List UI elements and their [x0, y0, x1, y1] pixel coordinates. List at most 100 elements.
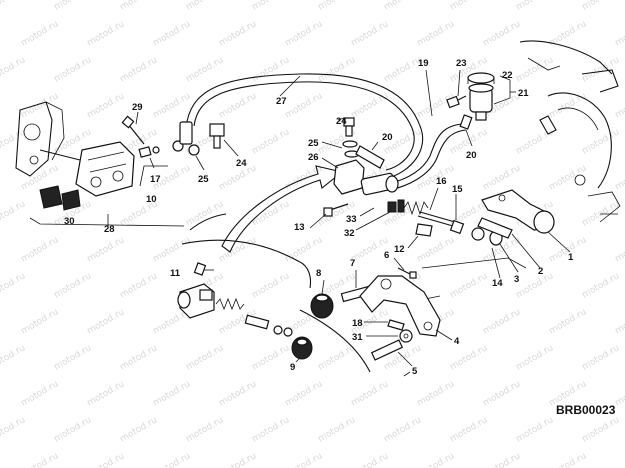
watermark-text: motod.ru: [614, 307, 625, 336]
clutch-hose-27: [185, 73, 424, 179]
watermark-text: motod.ru: [548, 163, 589, 192]
watermark-text: motod.ru: [218, 91, 259, 120]
watermark-text: motod.ru: [152, 19, 193, 48]
washers-25: [342, 140, 360, 158]
hose-clip-20: [459, 114, 473, 130]
nut-15: [449, 219, 465, 235]
watermark-text: motod.ru: [581, 343, 622, 372]
screw-23: [446, 95, 467, 109]
watermark-text: motod.ru: [152, 91, 193, 120]
master-cylinder-body-26: [333, 159, 399, 196]
callout-27: 27: [276, 96, 287, 107]
clutch-lever-bracket-1: [477, 189, 555, 239]
watermark-text: motod.ru: [581, 271, 622, 300]
watermark-text: motod.ru: [416, 235, 457, 264]
clip-11: [193, 262, 207, 276]
clip-18: [387, 319, 405, 331]
hose-union-20: [355, 145, 385, 169]
watermark-text: motod.ru: [152, 235, 193, 264]
watermark-text: motod.ru: [185, 415, 226, 444]
watermark-text: motod.ru: [581, 55, 622, 84]
watermark-text: motod.ru: [350, 379, 391, 408]
watermark-text: motod.ru: [218, 19, 259, 48]
watermark-text: motod.ru: [581, 415, 622, 444]
watermark-text: motod.ru: [53, 415, 94, 444]
callout-16: 16: [436, 176, 447, 187]
watermark-text: motod.ru: [482, 451, 523, 468]
callout-19: 19: [418, 58, 429, 69]
assembly-arrow: [221, 165, 344, 253]
watermark-text: motod.ru: [218, 451, 259, 468]
callout-1: 1: [568, 252, 574, 263]
watermark-text: motod.ru: [614, 451, 625, 468]
callout-15: 15: [452, 184, 463, 195]
callout-2: 2: [538, 266, 543, 277]
callout-14: 14: [492, 278, 503, 289]
watermark-text: motod.ru: [86, 235, 127, 264]
watermark-text: motod.ru: [449, 415, 490, 444]
callout-9: 9: [290, 362, 295, 373]
watermark-text: motod.ru: [152, 451, 193, 468]
watermark-text: motod.ru: [581, 127, 622, 156]
watermark-text: motod.ru: [317, 415, 358, 444]
watermark-text: motod.ru: [251, 55, 292, 84]
watermark-text: motod.ru: [53, 343, 94, 372]
watermark-text: motod.ru: [482, 19, 523, 48]
watermark-text: motod.ru: [284, 91, 325, 120]
watermark-text: motod.ru: [0, 271, 27, 300]
watermark-text: motod.ru: [317, 343, 358, 372]
watermark-text: motod.ru: [482, 307, 523, 336]
watermark-text: motod.ru: [86, 379, 127, 408]
watermark-text: motod.ru: [548, 91, 589, 120]
callout-29: 29: [132, 102, 143, 113]
callout-18: 18: [352, 318, 363, 329]
banjo-bolt-24-left: [209, 123, 225, 149]
watermark-text: motod.ru: [185, 0, 226, 13]
watermark-text: motod.ru: [0, 0, 27, 13]
boot-8: [310, 293, 334, 319]
callout-3: 3: [514, 274, 519, 285]
callout-4: 4: [454, 336, 460, 347]
spring-32: [403, 200, 429, 216]
callout-24-right: 24: [336, 116, 347, 127]
callout-31: 31: [352, 332, 363, 343]
washer-31: [399, 329, 413, 343]
watermark-text: motod.ru: [86, 451, 127, 468]
watermark-text: motod.ru: [383, 0, 424, 13]
watermark-text: motod.ru: [0, 127, 27, 156]
watermark-text: motod.ru: [350, 91, 391, 120]
watermark-text: motod.ru: [548, 307, 589, 336]
watermark-text: motod.ru: [185, 55, 226, 84]
clip-12: [415, 223, 433, 237]
pivot-bolt-5: [370, 339, 404, 361]
watermark-text: motod.ru: [20, 235, 61, 264]
hose-fitting: [179, 121, 193, 145]
watermark-text: motod.ru: [119, 415, 160, 444]
callout-7: 7: [350, 258, 355, 269]
watermark-text: motod.ru: [0, 415, 27, 444]
engine-case-outline: [519, 40, 621, 223]
watermark-text: motod.ru: [317, 55, 358, 84]
watermark-text: motod.ru: [284, 451, 325, 468]
watermark-text: motod.ru: [449, 0, 490, 13]
leader-lines: [29, 69, 571, 377]
watermark-text: motod.ru: [53, 0, 94, 13]
watermark-text: motod.ru: [515, 127, 556, 156]
watermark-text: motod.ru: [0, 343, 27, 372]
callout-12: 12: [394, 244, 405, 255]
watermark-text: motod.ru: [416, 451, 457, 468]
callout-17: 17: [150, 174, 161, 185]
callout-22: 22: [502, 70, 513, 81]
callout-11: 11: [170, 268, 181, 279]
watermark-text: motod.ru: [251, 127, 292, 156]
callout-6: 6: [384, 250, 389, 261]
callout-21: 21: [518, 88, 529, 99]
watermark-text: motod.ru: [284, 19, 325, 48]
callout-13: 13: [294, 222, 305, 233]
watermark-text: motod.ru: [53, 55, 94, 84]
watermark-text: motod.ru: [251, 271, 292, 300]
callout-5: 5: [412, 366, 418, 377]
bolt-13: [323, 203, 349, 217]
